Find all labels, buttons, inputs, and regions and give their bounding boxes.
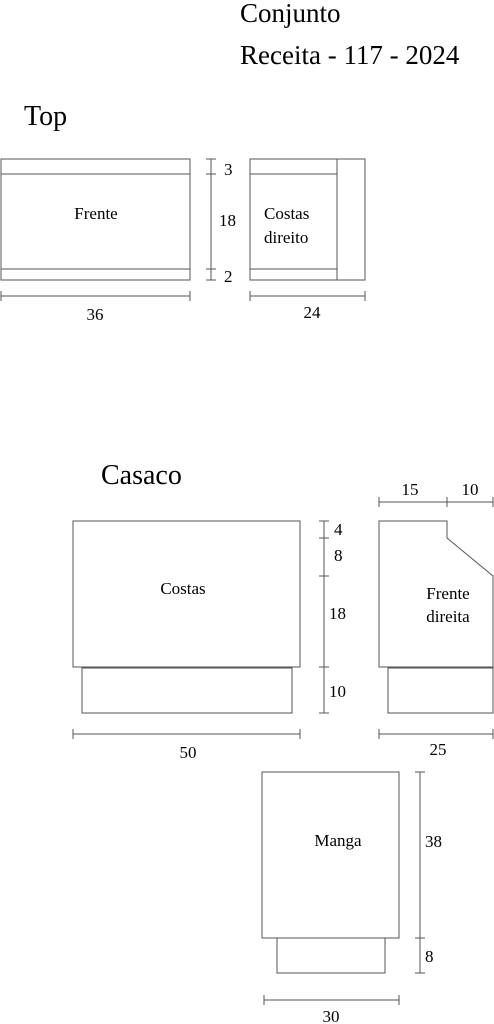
casaco-heading: Casaco [101,460,182,491]
casaco-costas-piece [72,520,301,714]
casaco-manga-width-dimension [263,995,400,1005]
casaco-dim-armhole: 8 [334,546,343,565]
sheet-title: Conjunto [240,0,341,28]
casaco-dim-manga-length: 38 [425,832,442,851]
casaco-manga-piece [261,771,400,974]
top-dim-bottom-band: 2 [224,267,233,286]
top-frente-label: Frente [74,204,117,223]
casaco-dim-frente-width: 25 [430,740,447,759]
casaco-frente-top-dimension [378,497,494,507]
casaco-manga-label: Manga [314,831,362,850]
casaco-dim-manga-width: 30 [323,1007,340,1024]
top-height-dimension [206,158,216,281]
top-costas-width-dimension [249,291,366,301]
casaco-height-dimension [319,520,329,714]
casaco-dim-frente-part2: 10 [462,480,479,499]
top-dim-frente-width: 36 [87,305,104,324]
casaco-costas-label: Costas [160,579,205,598]
casaco-manga-height-dimension [415,771,425,974]
top-costas-label-line1: Costas [264,204,309,223]
casaco-costas-width-dimension [72,729,301,739]
top-frente-width-dimension [0,291,191,301]
top-heading: Top [24,101,67,132]
casaco-dim-costas-width: 50 [180,743,197,762]
casaco-dim-body: 18 [329,604,346,623]
casaco-frente-label-line2: direita [426,607,470,626]
top-dim-body: 18 [219,211,236,230]
top-dim-costas-width: 24 [304,303,322,322]
top-costas-piece [249,158,366,281]
casaco-dim-shoulder: 4 [334,520,343,539]
top-frente-piece [0,158,191,281]
casaco-frente-label-line1: Frente [426,584,469,603]
top-costas-label-line2: direito [264,228,308,247]
casaco-dim-manga-cuff: 8 [425,947,434,966]
top-dim-top-band: 3 [224,160,233,179]
casaco-frente-piece [378,520,494,714]
casaco-dim-frente-part1: 15 [402,480,419,499]
casaco-dim-rib: 10 [329,682,346,701]
casaco-frente-width-dimension [378,729,494,739]
sheet-subtitle: Receita - 117 - 2024 [240,40,460,70]
